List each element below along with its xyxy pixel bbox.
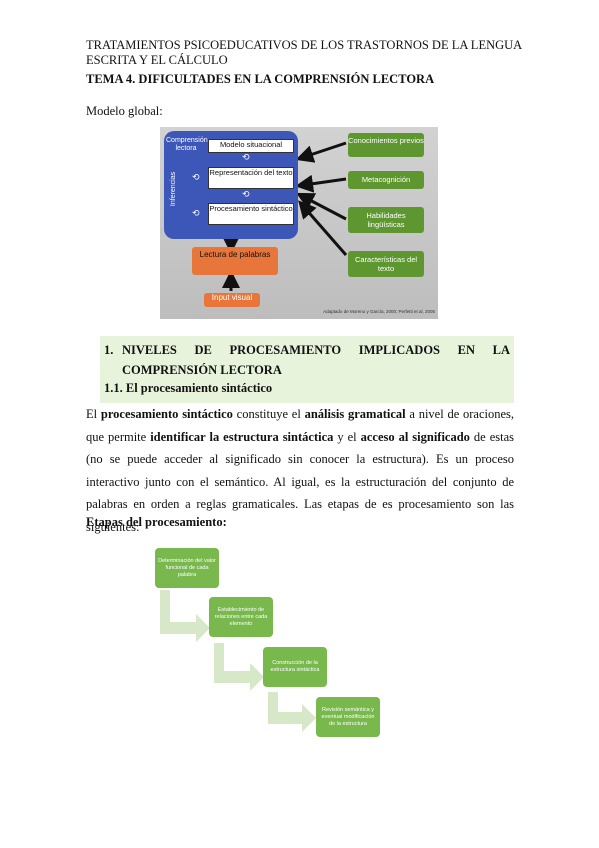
box-input-visual: Input visual [204,293,260,307]
section-highlight [100,336,514,403]
figure-credit: Adaptado de Moreno y García, 2000; Perfe… [323,309,435,314]
subsection-heading: 1.1. El procesamiento sintáctico [104,381,273,395]
step-3: Construcción de la estructura sintáctica [263,647,327,687]
section-title-line1: NIVELES DE PROCESAMIENTO IMPLICADOS EN L… [122,343,510,357]
step-1-label: Determinación del valor funcional de cad… [158,557,216,578]
panel-label: Comprensión lectora [166,137,208,152]
flow-arrow-2 [214,643,264,691]
box-procesamiento: Procesamiento sintáctico [208,203,294,225]
step-4: Revisión semántica y eventual modificaci… [316,697,380,737]
bold-term: identificar la estructura sintáctica [150,429,334,444]
box-modelo-situacional: Modelo situacional [208,139,294,153]
loop-icon: ⟲ [192,208,200,218]
text: constituye el [232,407,305,421]
loop-icon: ⟲ [242,189,250,199]
bold-term: acceso al significado [360,429,470,444]
box-metacognicion: Metacognición [348,171,424,189]
box-lectura-palabras: Lectura de palabras [192,247,278,275]
step-3-label: Construcción de la estructura sintáctica [270,660,320,673]
bold-term: procesamiento sintáctico [100,407,233,421]
bold-term: análisis gramatical [304,407,406,421]
box-habilidades: Habilidades lingüísticas [348,207,424,233]
step-4-label: Revisión semántica y eventual modificaci… [321,706,375,727]
text: a nivel de oraciones, que permite [86,407,515,444]
text: de estas (no se puede acceder al signifi… [86,429,514,534]
global-model-figure: Comprensión lectora Inferencias Modelo s… [160,127,438,319]
figure-caption-label: Modelo global: [86,104,163,118]
box-caracteristicas: Características del texto [348,251,424,277]
comprension-panel: Comprensión lectora Inferencias Modelo s… [164,131,298,239]
box-representacion: Representación del texto [208,167,294,189]
loop-icon: ⟲ [192,172,200,182]
step-2: Establecimiento de relaciones entre cada… [209,597,273,637]
arrow-conocimientos [295,141,347,163]
running-header: TRATAMIENTOS PSICOEDUCATIVOS DE LOS TRAS… [86,38,522,67]
loop-icon: ⟲ [242,152,250,162]
section-number: 1. [104,343,114,357]
text: El [86,407,101,421]
text: y el [333,429,361,444]
flow-arrow-3 [268,692,316,732]
body-paragraph: El procesamiento sintáctico constituye e… [86,403,514,538]
arrow-caracteristicas [298,200,348,256]
box-conocimientos: Conocimientos previos [348,133,424,157]
etapas-heading: Etapas del procesamiento: [86,515,227,529]
chapter-title: TEMA 4. DIFICULTADES EN LA COMPRENSIÓN L… [86,72,435,86]
step-2-label: Establecimiento de relaciones entre cada… [214,606,268,627]
flow-arrow-1 [160,590,210,642]
step-1: Determinación del valor funcional de cad… [155,548,219,588]
figure-arrows [222,141,348,291]
arrow-metacognicion [295,174,347,193]
section-title-line2: COMPRENSIÓN LECTORA [122,363,282,377]
